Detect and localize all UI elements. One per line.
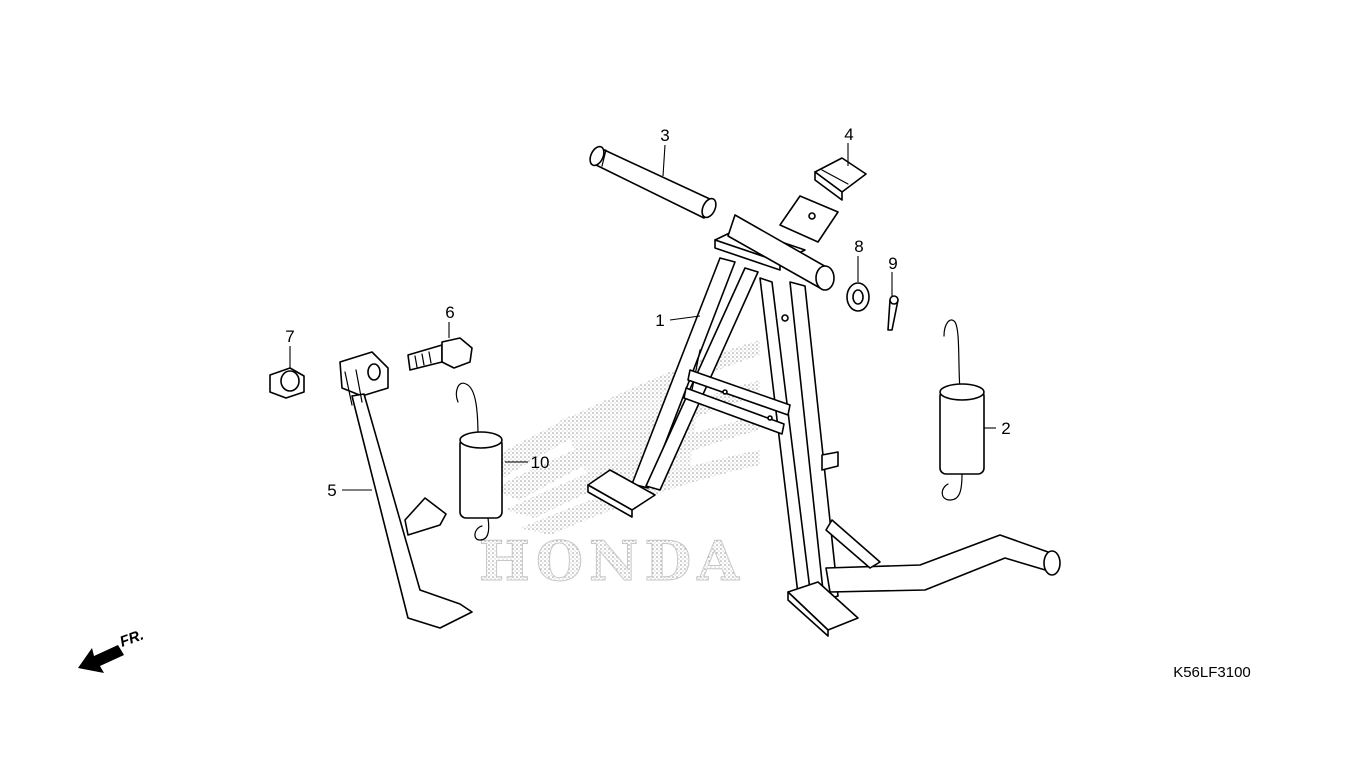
cotter-pin-part: [887, 295, 899, 331]
side-stand-spring-part: [455, 382, 503, 541]
callout-4: 4: [844, 125, 853, 144]
honda-watermark: HONDA: [470, 340, 760, 594]
callout-6: 6: [445, 303, 454, 322]
pivot-bolt-part: [407, 337, 473, 371]
callout-5: 5: [327, 481, 336, 500]
callouts: 3 4 1 8 9 2 7 6 10 5: [285, 125, 1010, 500]
stopper-rubber-part: [814, 157, 867, 201]
main-stand-part: [587, 195, 1061, 637]
pivot-shaft-part: [589, 145, 717, 219]
washer-part: [846, 282, 870, 312]
callout-3: 3: [660, 126, 669, 145]
callout-1: 1: [655, 311, 664, 330]
side-stand-part: [339, 351, 473, 629]
callout-7: 7: [285, 327, 294, 346]
callout-8: 8: [854, 237, 863, 256]
stand-spring-right-part: [939, 319, 985, 501]
nut-part: [269, 367, 305, 399]
watermark-text: HONDA: [479, 529, 745, 593]
callout-10: 10: [531, 453, 550, 472]
callout-2: 2: [1001, 419, 1010, 438]
leader-lines: [289, 143, 996, 491]
front-direction-arrow: FR.: [78, 627, 146, 673]
diagram-code: K56LF3100: [1173, 664, 1251, 681]
front-direction-label: FR.: [118, 627, 147, 651]
callout-9: 9: [888, 254, 897, 273]
